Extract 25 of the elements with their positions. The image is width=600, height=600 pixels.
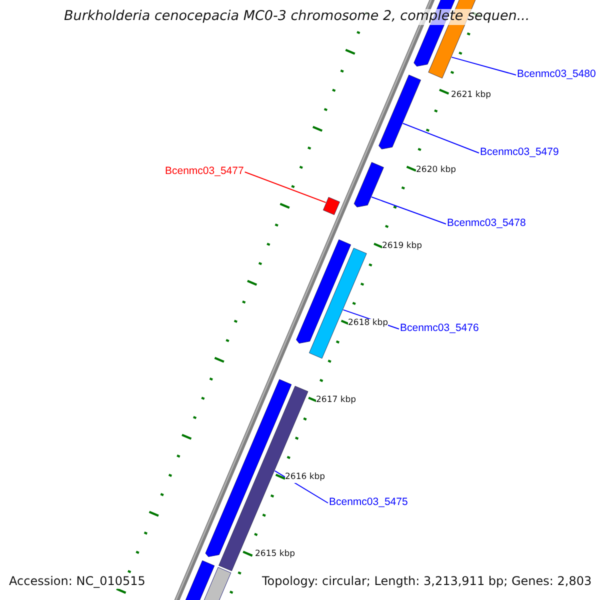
gene-bar xyxy=(218,386,308,572)
leader-line xyxy=(451,56,516,76)
scale-tick-label: 2621 kbp xyxy=(451,91,492,101)
accession-text: Accession: NC_010515 xyxy=(9,575,146,589)
gene-label: Bcenmc03_5475 xyxy=(329,496,408,508)
gene-bar xyxy=(378,74,421,150)
scale-tick-label: 2620 kbp xyxy=(416,166,456,176)
title: Burkholderia cenocepacia MC0-3 chromosome 2, complete sequen... xyxy=(64,9,530,25)
gene-bar xyxy=(309,248,367,359)
gene-bar xyxy=(354,162,384,208)
gene-label: Bcenmc03_5479 xyxy=(480,146,559,158)
scale-tick-label: 2617 kbp xyxy=(316,396,356,406)
gene-label: Bcenmc03_5476 xyxy=(400,322,479,334)
scale-tick-label: 2618 kbp xyxy=(348,319,388,329)
scale-tick-label: 2615 kbp xyxy=(255,550,296,560)
leader-line xyxy=(371,196,446,224)
scale-tick-label: 2616 kbp xyxy=(285,473,326,483)
gene-label: Bcenmc03_5477 xyxy=(165,165,244,178)
scale-tick-label: 2619 kbp xyxy=(382,242,422,252)
genome-summary-text: Topology: circular; Length: 3,213,911 bp; Genes: 2,803 xyxy=(262,575,592,589)
gene-bar xyxy=(323,197,340,215)
gene-label: Bcenmc03_5478 xyxy=(447,217,526,230)
leader-line xyxy=(402,122,480,154)
gene-label: Bcenmc03_5480 xyxy=(517,68,596,80)
leader-line xyxy=(244,172,326,203)
